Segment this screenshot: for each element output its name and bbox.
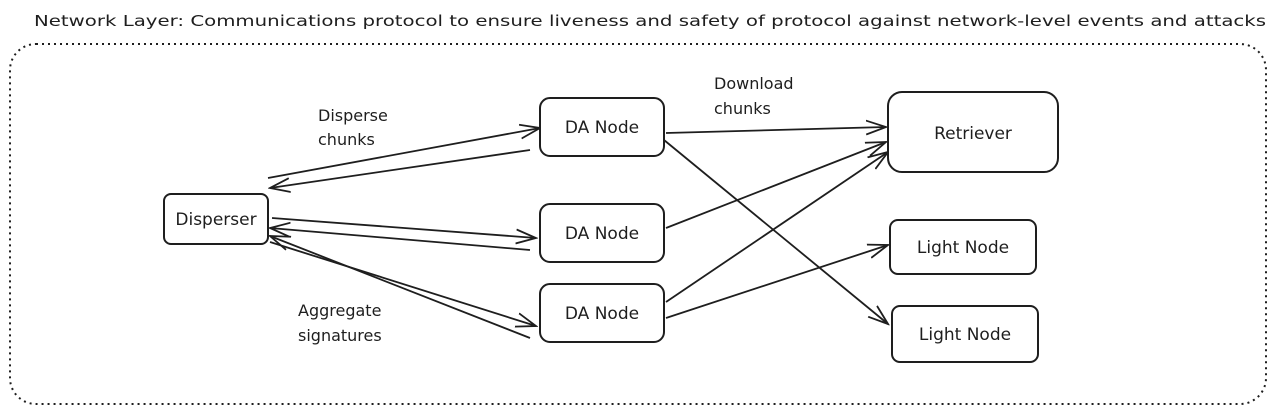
edge-disperser-to-da-node-1 [267,128,540,179]
edge-label-aggregate-line-2: signatures [298,326,382,345]
node-da-node-2: DA Node [539,203,665,263]
node-da-node-1-label: DA Node [565,118,639,138]
node-disperser: Disperser [163,193,269,245]
edge-label-download-line-1: Download [714,74,794,93]
node-light-node-1: Light Node [889,219,1037,275]
edge-da-node-2-to-disperser [270,228,531,251]
node-da-node-1: DA Node [539,97,665,157]
edge-da-node-2-to-retriever [665,142,886,229]
node-retriever: Retriever [887,91,1059,173]
edge-label-download-chunks: Download chunks [714,74,794,118]
edge-label-aggregate-signatures: Aggregate signatures [298,301,382,345]
node-disperser-label: Disperser [175,210,256,230]
edge-label-disperse-chunks: Disperse chunks [318,106,388,149]
edge-da-node-1-to-retriever [665,127,886,133]
edge-disperser-to-da-node-3 [269,241,536,326]
edge-label-disperse-line-1: Disperse [318,106,388,125]
edge-da-node-1-to-light-node-2 [663,139,888,324]
node-light-node-2: Light Node [891,305,1039,363]
edge-da-node-3-to-retriever [665,152,888,303]
edge-label-download-line-2: chunks [714,99,771,118]
node-retriever-label: Retriever [934,124,1012,144]
edge-da-node-1-to-disperser [270,149,531,188]
node-da-node-2-label: DA Node [565,224,639,244]
node-light-node-2-label: Light Node [919,325,1011,345]
edges [267,127,888,339]
edge-disperser-to-da-node-2 [271,217,536,238]
node-da-node-3-label: DA Node [565,304,639,324]
edge-da-node-3-to-disperser [270,236,531,339]
network-layer-frame [9,43,1267,405]
node-da-node-3: DA Node [539,283,665,343]
edge-label-aggregate-line-1: Aggregate [298,301,381,320]
node-light-node-1-label: Light Node [917,238,1009,258]
edge-da-node-3-to-light-node-1 [665,245,888,319]
diagram-title: Network Layer: Communications protocol t… [34,12,1266,30]
edge-label-disperse-line-2: chunks [318,130,375,149]
